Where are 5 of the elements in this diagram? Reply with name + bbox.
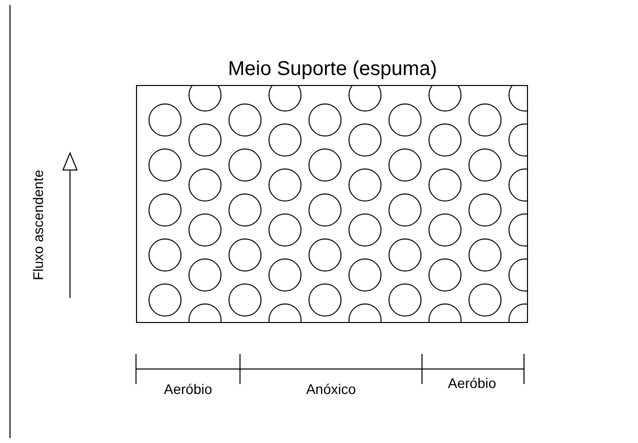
node-title: Meio Suporte (espuma) [228, 57, 437, 81]
flow-direction-label: Fluxo ascendente [30, 170, 46, 280]
zone-label: Anóxico [306, 381, 356, 397]
zone-label: Aeróbio [448, 375, 496, 391]
zone-label: Aeróbio [164, 381, 212, 397]
